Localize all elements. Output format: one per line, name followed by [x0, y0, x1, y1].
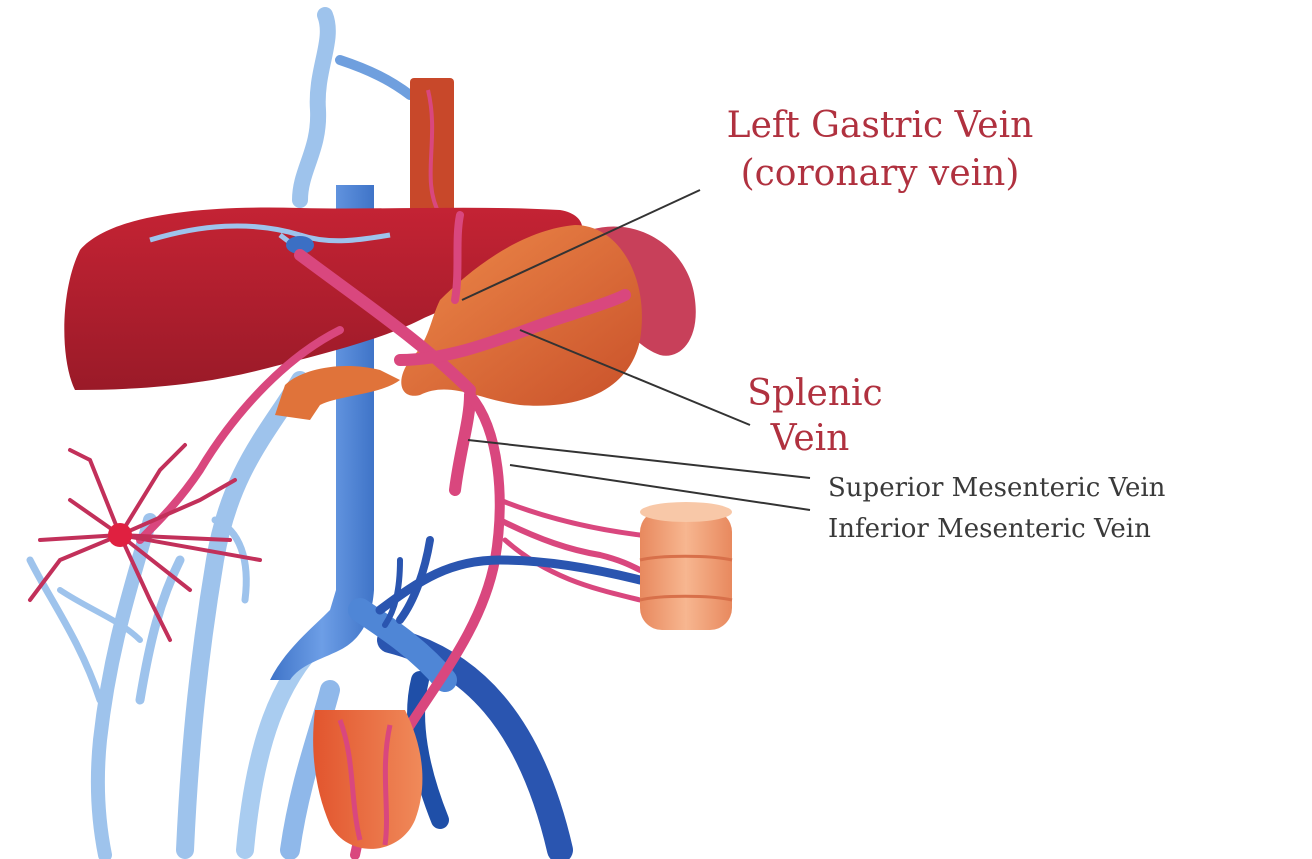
label-superior-mesenteric-vein: Superior Mesenteric Vein: [828, 473, 1166, 503]
colon-segment: [640, 502, 732, 630]
rectum: [313, 710, 422, 849]
superior-mesenteric-vein-path: [455, 395, 470, 490]
inferior-mesenteric-leader: [510, 465, 810, 510]
label-left-gastric-vein: Left Gastric Vein: [727, 105, 1034, 146]
capillary-node: [108, 523, 132, 547]
label-vein: Vein: [770, 418, 850, 459]
label-inferior-mesenteric-vein: Inferior Mesenteric Vein: [828, 514, 1151, 544]
label-splenic: Splenic: [747, 373, 882, 414]
superior-mesenteric-leader: [468, 440, 810, 478]
label-coronary-vein: (coronary vein): [741, 153, 1020, 194]
